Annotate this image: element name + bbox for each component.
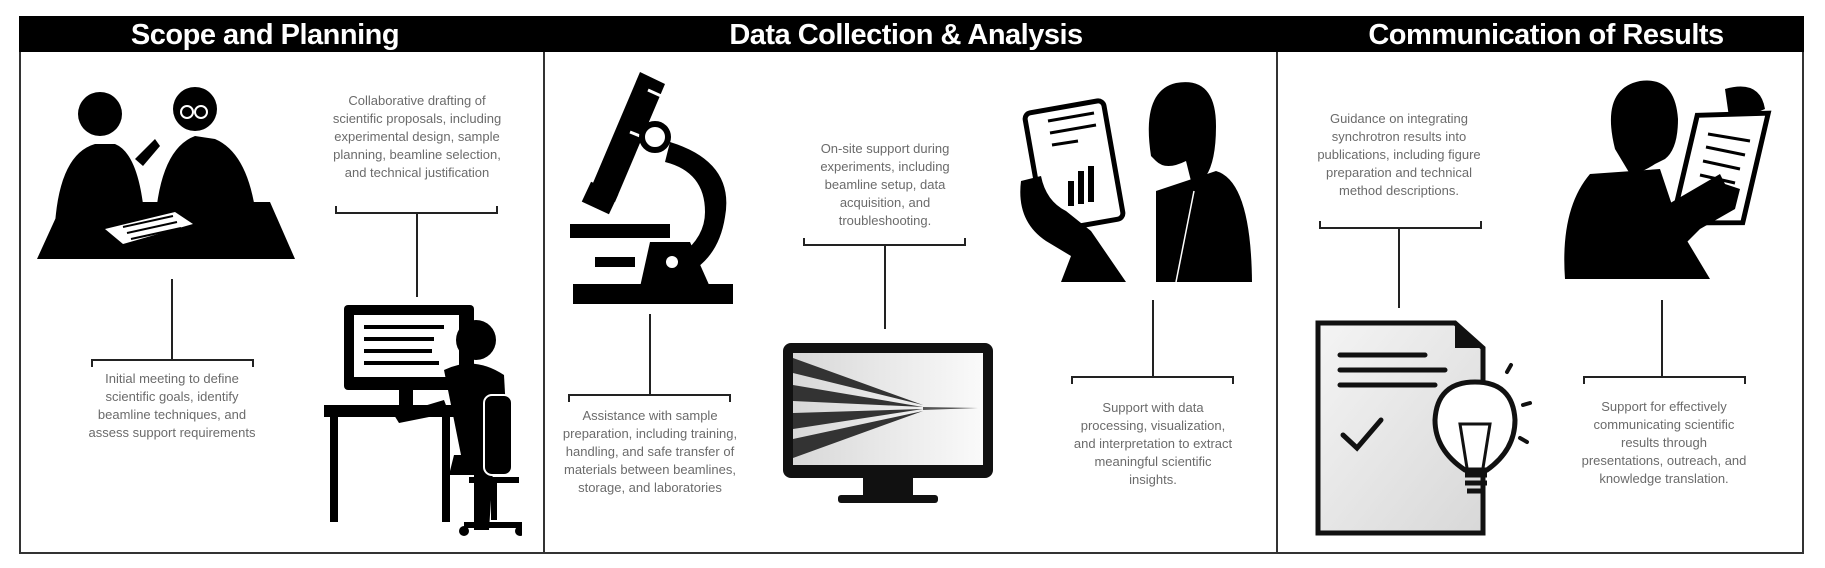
section-divider <box>543 52 545 554</box>
description-publication-guidance: Guidance on integrating synchrotron resu… <box>1317 111 1481 198</box>
connector-line <box>1661 300 1663 378</box>
description-sample-preparation: Assistance with sample preparation, incl… <box>562 408 738 495</box>
connector-line <box>1398 227 1400 308</box>
monitor-beam-icon <box>783 343 993 503</box>
connector-bracket <box>91 359 254 367</box>
description-proposal-drafting: Collaborative drafting of scientific pro… <box>332 93 502 180</box>
connector-line <box>171 279 173 361</box>
connector-line <box>649 314 651 396</box>
microscope-icon <box>570 72 733 304</box>
computer-user-icon <box>324 305 522 536</box>
connector-line <box>416 212 418 297</box>
description-initial-meeting: Initial meeting to define scientific goa… <box>88 371 256 440</box>
document-lightbulb-icon <box>1315 320 1532 536</box>
connector-line <box>884 244 886 329</box>
meeting-icon <box>37 87 295 259</box>
description-onsite-support: On-site support during experiments, incl… <box>820 141 950 228</box>
description-communicating-results: Support for effectively communicating sc… <box>1581 399 1747 486</box>
section-title-communication: Communication of Results <box>1368 19 1724 51</box>
person-tablet-icon <box>1020 82 1252 282</box>
connector-line <box>1152 300 1154 378</box>
connector-bracket <box>1319 221 1482 229</box>
description-data-processing: Support with data processing, visualizat… <box>1073 400 1233 487</box>
section-title-data: Data Collection & Analysis <box>729 19 1083 51</box>
section-divider <box>1276 52 1278 554</box>
connector-bracket <box>1071 376 1234 384</box>
section-title-scope: Scope and Planning <box>130 19 400 51</box>
connector-bracket <box>568 394 731 402</box>
person-reading-icon <box>1564 80 1772 279</box>
header-bar <box>19 16 1804 52</box>
connector-bracket <box>1583 376 1746 384</box>
